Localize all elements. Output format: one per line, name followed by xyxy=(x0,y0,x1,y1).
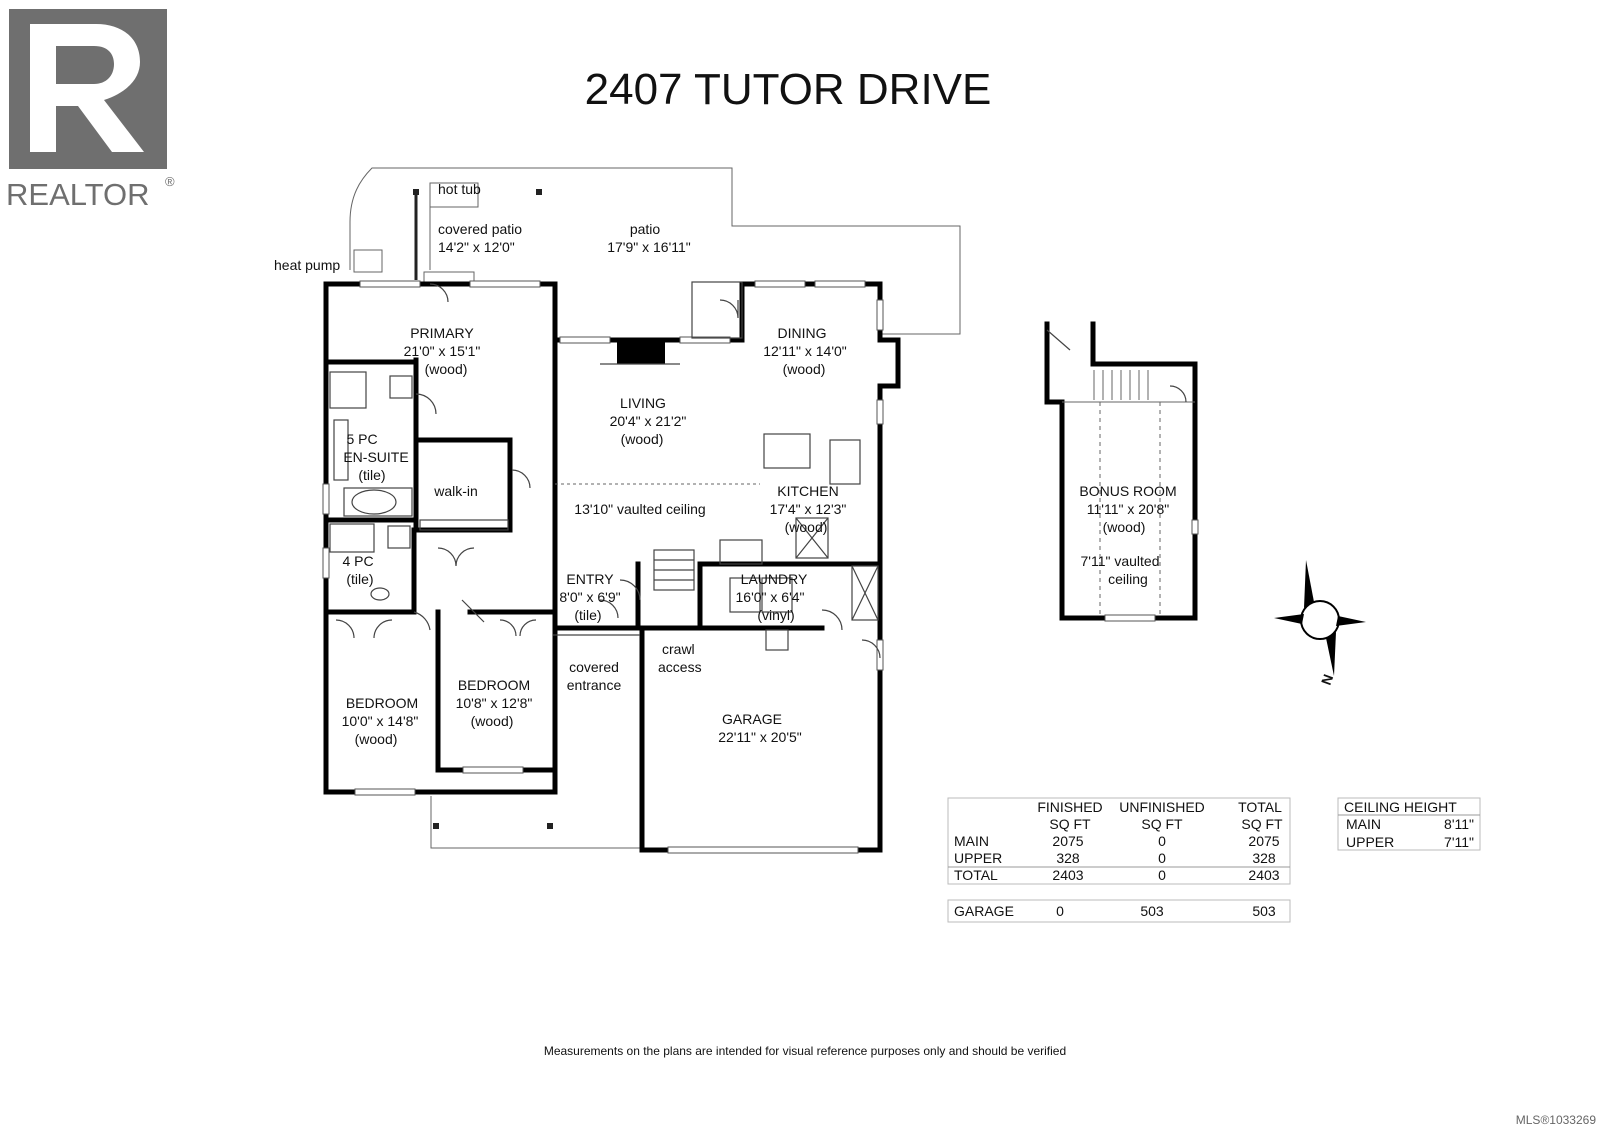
label-entry: ENTRY xyxy=(566,571,614,587)
label-covered-patio-dim: 14'2" x 12'0" xyxy=(438,239,515,255)
label-bedroom2-dim: 10'8" x 12'8" xyxy=(456,695,533,711)
area-row-main-finished: 2075 xyxy=(1052,833,1083,849)
label-covered-patio: covered patio xyxy=(438,221,522,237)
label-crawl-line1: crawl xyxy=(662,641,695,657)
area-row-total-total: 2403 xyxy=(1248,867,1279,883)
ceiling-main-label: MAIN xyxy=(1346,816,1381,832)
area-garage-label: GARAGE xyxy=(954,903,1014,919)
label-living: LIVING xyxy=(620,395,666,411)
label-primary-floor: (wood) xyxy=(425,361,468,377)
label-bedroom2: BEDROOM xyxy=(458,677,530,693)
area-header-finished-1: FINISHED xyxy=(1037,799,1102,815)
label-kitchen: KITCHEN xyxy=(777,483,838,499)
label-hot-tub: hot tub xyxy=(438,181,481,197)
compass-icon: N xyxy=(1274,560,1366,687)
label-walk-in: walk-in xyxy=(433,483,478,499)
area-row-main-label: MAIN xyxy=(954,833,989,849)
label-bonus-floor: (wood) xyxy=(1103,519,1146,535)
area-table: FINISHED SQ FT UNFINISHED SQ FT TOTAL SQ… xyxy=(947,797,1291,923)
label-vaulted-ceiling: 13'10" vaulted ceiling xyxy=(574,501,705,517)
label-bonus-vaulted-line2: ceiling xyxy=(1108,571,1148,587)
label-primary-dim: 21'0" x 15'1" xyxy=(404,343,481,359)
label-bonus-vaulted-line1: 7'11" vaulted xyxy=(1081,553,1160,569)
ceiling-header: CEILING HEIGHT xyxy=(1344,799,1457,815)
area-row-total-label: TOTAL xyxy=(954,867,998,883)
area-garage-finished: 0 xyxy=(1056,903,1064,919)
label-covered-entrance-line1: covered xyxy=(569,659,619,675)
upper-floor-walls xyxy=(1044,321,1199,622)
area-row-upper-finished: 328 xyxy=(1056,850,1080,866)
ceiling-height-table: CEILING HEIGHT MAIN 8'11" UPPER 7'11" xyxy=(1337,797,1481,851)
label-bath4: 4 PC xyxy=(342,553,373,569)
area-row-main-total: 2075 xyxy=(1248,833,1279,849)
label-covered-entrance-line2: entrance xyxy=(567,677,622,693)
area-row-upper-unfinished: 0 xyxy=(1158,850,1166,866)
label-kitchen-dim: 17'4" x 12'3" xyxy=(770,501,847,517)
label-laundry-dim: 16'0" x 6'4" xyxy=(736,589,805,605)
label-entry-dim: 8'0" x 6'9" xyxy=(559,589,620,605)
label-ensuite-line1: 5 PC xyxy=(346,431,377,447)
ceiling-upper-label: UPPER xyxy=(1346,834,1394,850)
label-dining: DINING xyxy=(778,325,827,341)
area-row-total-finished: 2403 xyxy=(1052,867,1083,883)
area-header-total-2: SQ FT xyxy=(1241,816,1283,832)
label-crawl-line2: access xyxy=(658,659,702,675)
area-header-finished-2: SQ FT xyxy=(1049,816,1091,832)
area-garage-total: 503 xyxy=(1252,903,1276,919)
label-bedroom1-dim: 10'0" x 14'8" xyxy=(342,713,419,729)
logo-text: REALTOR xyxy=(6,177,150,212)
label-dining-floor: (wood) xyxy=(783,361,826,377)
label-garage-dim: 22'11" x 20'5" xyxy=(718,729,802,745)
ceiling-upper-value: 7'11" xyxy=(1444,834,1474,850)
label-bedroom2-floor: (wood) xyxy=(471,713,514,729)
area-row-total-unfinished: 0 xyxy=(1158,867,1166,883)
label-patio: patio xyxy=(630,221,661,237)
area-row-upper-label: UPPER xyxy=(954,850,1002,866)
label-bedroom1: BEDROOM xyxy=(346,695,418,711)
room-labels: hot tub covered patio 14'2" x 12'0" pati… xyxy=(274,181,1177,747)
disclaimer: Measurements on the plans are intended f… xyxy=(544,1044,1066,1058)
ceiling-main-value: 8'11" xyxy=(1444,816,1474,832)
label-ensuite-line2: EN-SUITE xyxy=(343,449,408,465)
area-garage-unfinished: 503 xyxy=(1140,903,1164,919)
label-ensuite-floor: (tile) xyxy=(358,467,385,483)
label-heat-pump: heat pump xyxy=(274,257,340,273)
compass-north-label: N xyxy=(1318,672,1336,687)
label-living-floor: (wood) xyxy=(621,431,664,447)
label-bedroom1-floor: (wood) xyxy=(355,731,398,747)
area-header-total-1: TOTAL xyxy=(1238,799,1282,815)
label-laundry: LAUNDRY xyxy=(741,571,808,587)
area-header-unfinished-2: SQ FT xyxy=(1141,816,1183,832)
area-row-main-unfinished: 0 xyxy=(1158,833,1166,849)
page-title: 2407 TUTOR DRIVE xyxy=(585,65,992,114)
patio-outline xyxy=(349,167,961,849)
label-garage: GARAGE xyxy=(722,711,782,727)
label-primary: PRIMARY xyxy=(410,325,474,341)
label-bonus-dim: 11'11" x 20'8" xyxy=(1087,501,1170,517)
plan-details xyxy=(322,280,884,854)
label-bonus-room: BONUS ROOM xyxy=(1079,483,1176,499)
mls-number: MLS®1033269 xyxy=(1516,1113,1597,1127)
realtor-logo: REALTOR ® xyxy=(6,9,175,212)
area-header-unfinished-1: UNFINISHED xyxy=(1119,799,1205,815)
label-bath4-floor: (tile) xyxy=(346,571,373,587)
label-dining-dim: 12'11" x 14'0" xyxy=(763,343,847,359)
label-living-dim: 20'4" x 21'2" xyxy=(610,413,687,429)
logo-registered-mark: ® xyxy=(165,174,175,189)
area-row-upper-total: 328 xyxy=(1252,850,1276,866)
label-patio-dim: 17'9" x 16'11" xyxy=(607,239,691,255)
label-laundry-floor: (vinyl) xyxy=(757,607,794,623)
label-entry-floor: (tile) xyxy=(574,607,601,623)
label-kitchen-floor: (wood) xyxy=(785,519,828,535)
